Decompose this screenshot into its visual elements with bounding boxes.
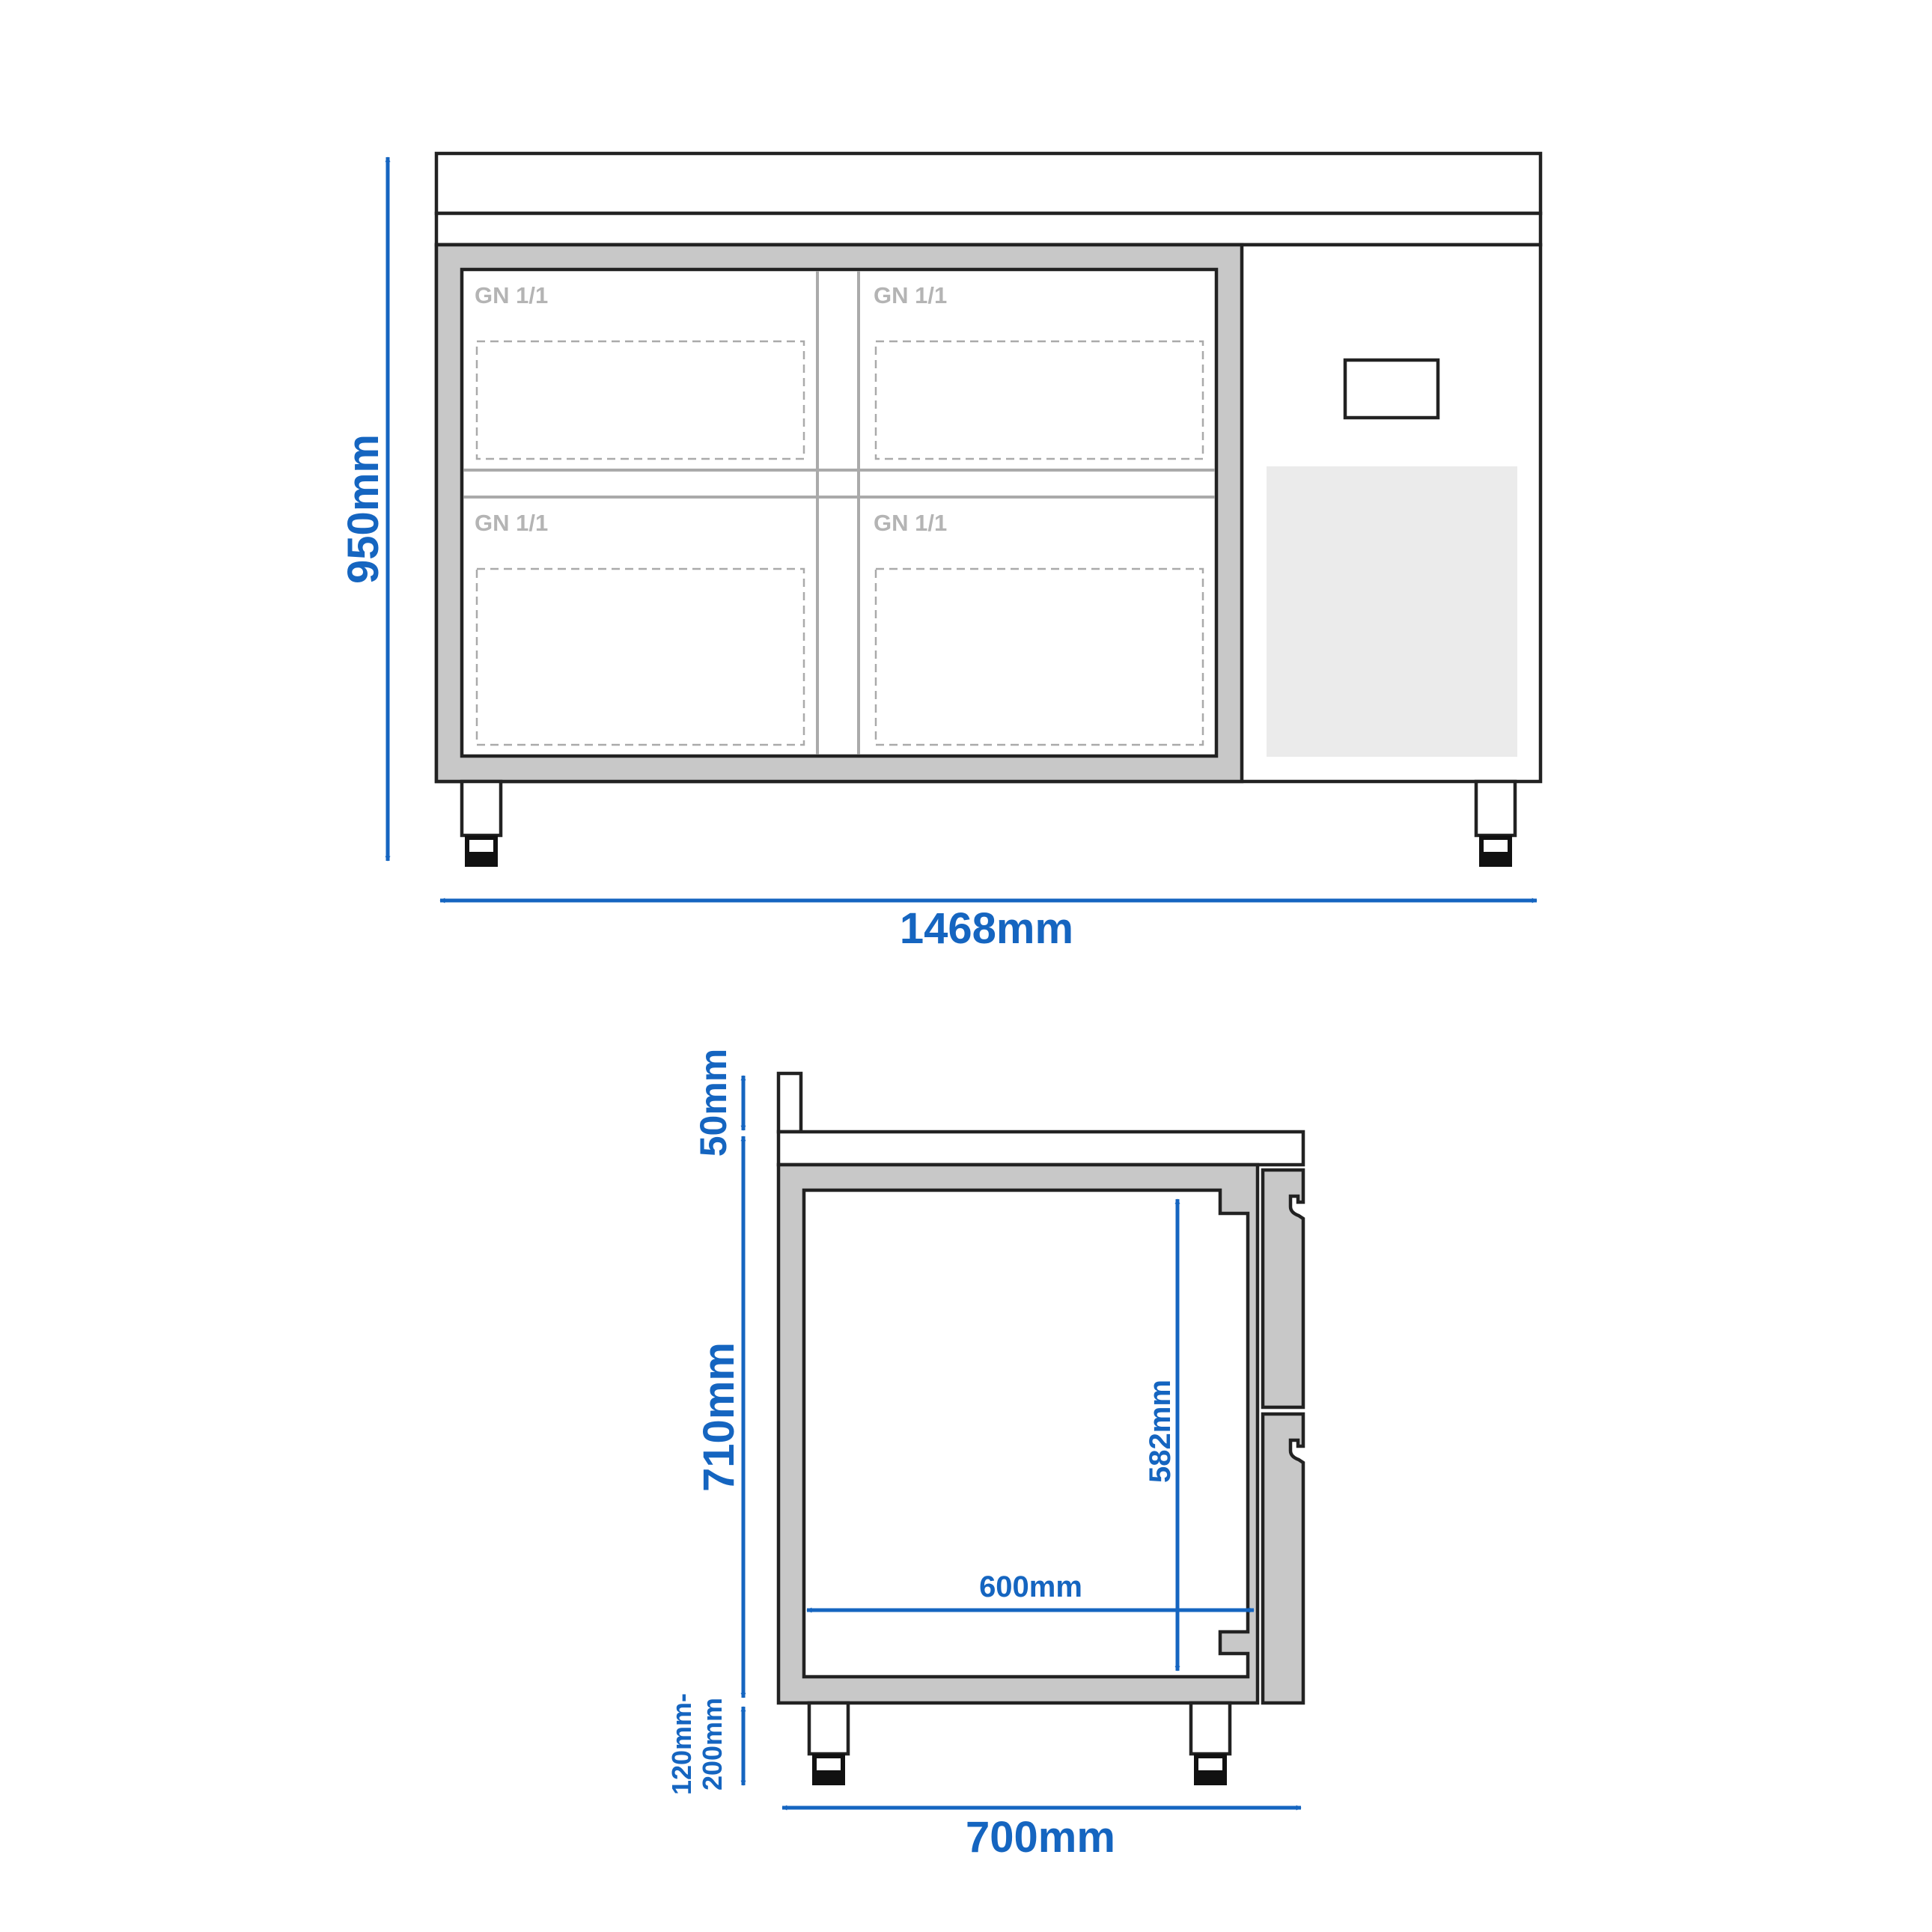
side-leg-front — [807, 1701, 850, 1756]
side-leg-back-foot-cap — [1198, 1758, 1222, 1770]
dimension-label-height: 950mm — [339, 434, 388, 584]
gn-container-top-right — [874, 340, 1204, 460]
front-leg-right-foot-cap — [1484, 840, 1508, 852]
front-leg-left — [460, 779, 503, 838]
dimension-label-inner-height: 582mm — [1144, 1380, 1177, 1483]
side-leg-front-foot-cap — [817, 1758, 841, 1770]
front-view: GN 1/1 GN 1/1 GN 1/1 GN 1/1 950mm 1468mm — [339, 151, 1543, 953]
gn-label-bottom-left: GN 1/1 — [475, 510, 548, 536]
gn-container-bottom-right — [874, 567, 1204, 746]
front-worktop-edge — [434, 211, 1543, 247]
gn-label-top-left: GN 1/1 — [475, 282, 548, 308]
side-worktop — [776, 1130, 1305, 1167]
side-leg-back — [1189, 1701, 1232, 1756]
front-leg-left-foot-cap — [469, 840, 493, 852]
drawer-lower — [1261, 1412, 1305, 1705]
dimension-label-width: 1468mm — [900, 904, 1073, 953]
glass-door — [460, 267, 1219, 758]
gn-container-bottom-left — [475, 567, 805, 746]
dimension-label-depth: 700mm — [966, 1813, 1115, 1862]
front-worktop — [434, 151, 1543, 216]
dimension-label-legs-line2: 200mm — [697, 1698, 728, 1791]
dimension-label-upstand: 50mm — [692, 1049, 734, 1157]
gn-label-top-right: GN 1/1 — [874, 282, 947, 308]
dimension-label-inner-width: 600mm — [979, 1570, 1082, 1603]
side-view: 582mm 600mm 50mm 710mm 120mm- 200mm 700m… — [666, 1049, 1305, 1862]
front-leg-right — [1474, 779, 1517, 838]
dimension-label-legs-line1: 120mm- — [666, 1693, 697, 1795]
ventilation-panel — [1267, 466, 1517, 757]
drawer-upper — [1261, 1168, 1305, 1410]
dimension-label-body-height: 710mm — [695, 1342, 743, 1492]
side-upstand — [776, 1071, 803, 1134]
side-body-frame — [776, 1162, 1260, 1705]
gn-label-bottom-right: GN 1/1 — [874, 510, 947, 536]
control-display — [1343, 358, 1440, 420]
gn-container-top-left — [475, 340, 805, 460]
